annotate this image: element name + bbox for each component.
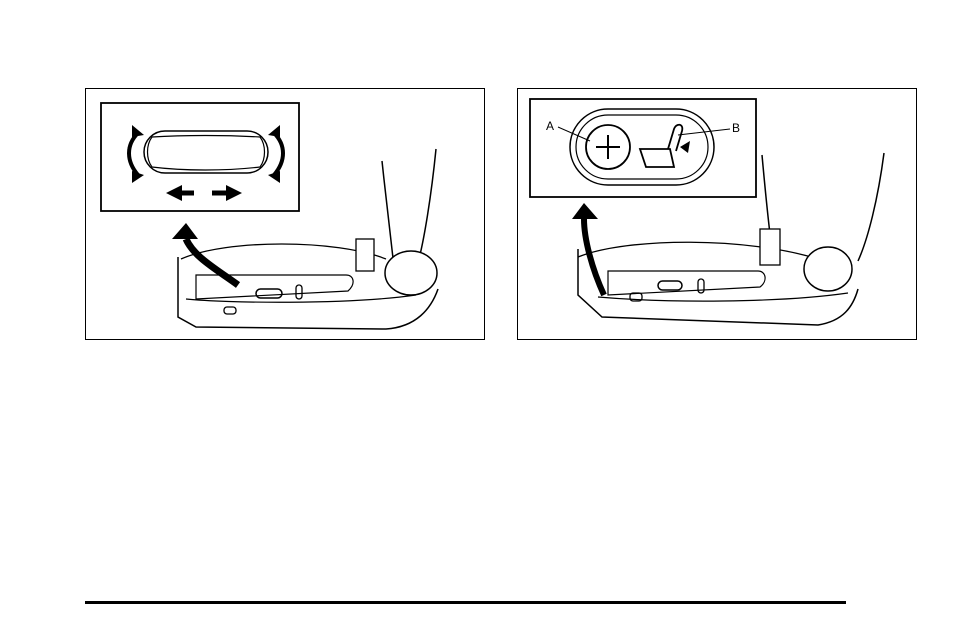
callout-a: A	[546, 120, 554, 132]
lumbar-control-illustration: A B	[517, 88, 917, 340]
seat-control-illustration	[85, 88, 485, 340]
footer-rule	[85, 601, 846, 604]
callout-b: B	[732, 122, 740, 134]
